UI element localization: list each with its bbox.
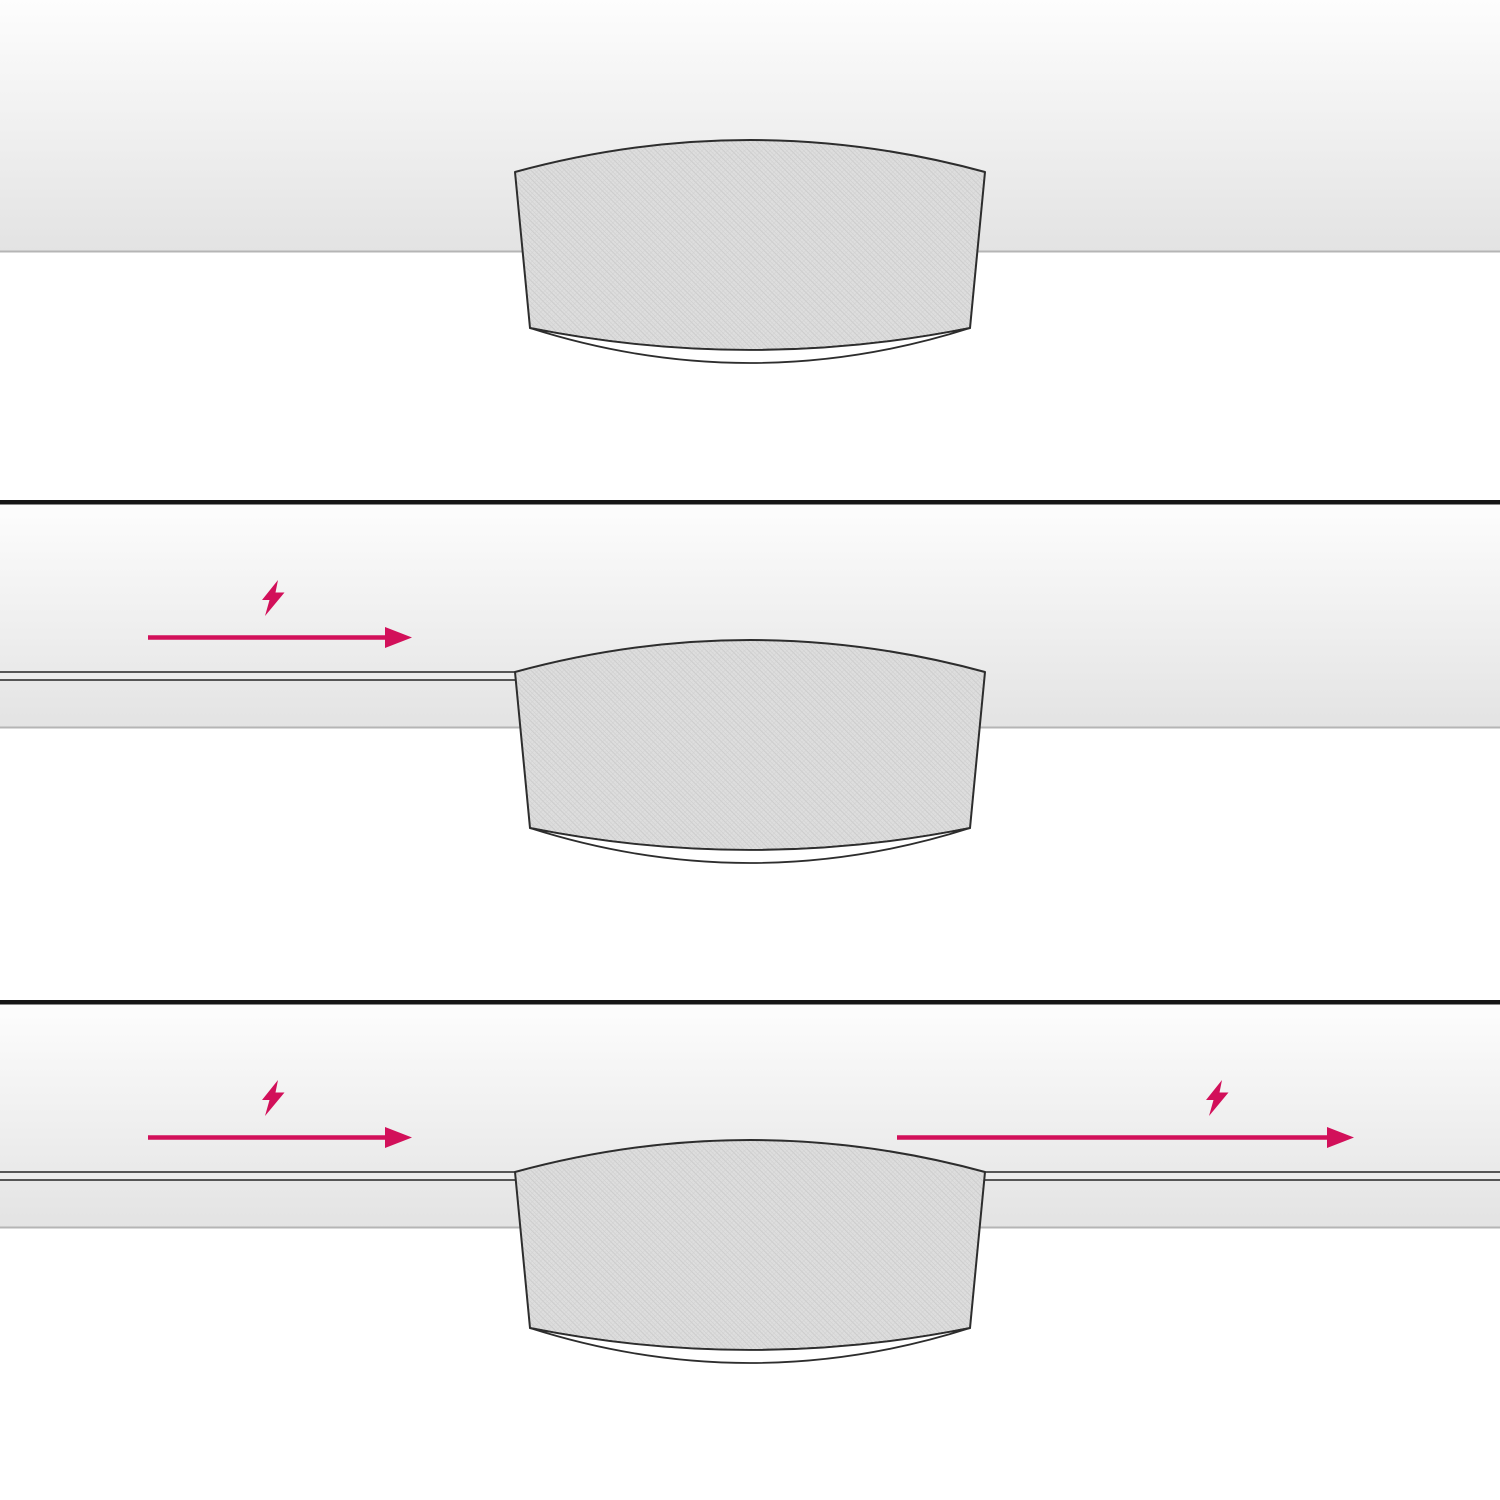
panel-cable-pass-through-art [0,1000,1500,1364]
panel-divider-line [0,500,1500,505]
arrow-shaft [897,1135,1327,1140]
arrow-head-icon [385,1127,412,1148]
lampshade-body [514,139,986,351]
current-direction-arrow-left [148,1080,412,1148]
arrow-shaft [148,635,385,640]
lightning-bolt-icon [262,580,285,616]
panel-cable-in-left [0,500,1500,1000]
current-direction-arrow-left [148,580,412,648]
lampshade-body [514,1139,986,1351]
lampshade-bottom-rim [529,827,971,864]
lampshade-body [514,639,986,851]
lampshade-bottom-rim [529,1327,971,1364]
panel-cable-in-left-art [0,500,1500,864]
power-cable-right [979,1171,1500,1181]
lightning-bolt-icon [262,1080,285,1116]
lightning-bolt-icon [1206,1080,1229,1116]
panel-no-cable [0,0,1500,500]
arrow-shaft [148,1135,385,1140]
lampshade-bottom-rim [529,327,971,364]
panel-cable-pass-through [0,1000,1500,1500]
arrow-head-icon [1327,1127,1354,1148]
power-cable-left [0,671,521,681]
current-direction-arrow-right [897,1080,1354,1148]
drum-lampshade [514,639,986,864]
panel-divider-line [0,1000,1500,1005]
drum-lampshade [514,139,986,364]
power-cable-left [0,1171,521,1181]
drum-lampshade [514,1139,986,1364]
arrow-head-icon [385,627,412,648]
panel-no-cable-art [0,0,1500,364]
